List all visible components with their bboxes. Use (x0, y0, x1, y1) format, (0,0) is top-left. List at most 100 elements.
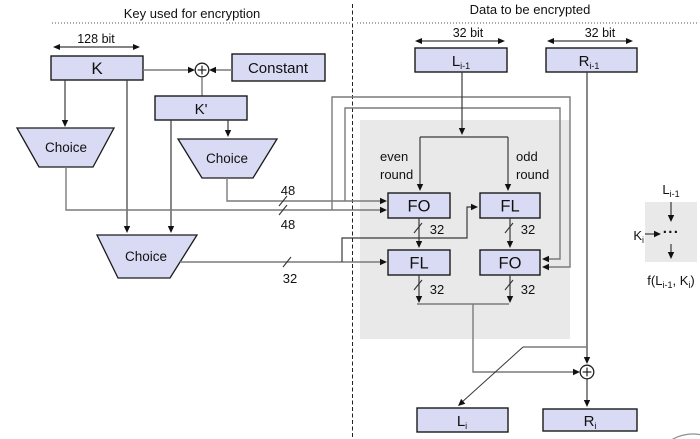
l-out-label: Li (457, 413, 467, 431)
bus48-upper-label: 48 (281, 183, 295, 198)
arrowhead (167, 226, 175, 233)
even-round-label-2: round (380, 167, 413, 182)
data-path: 32 bit 32 bit Li-1 Ri-1 even round odd r… (380, 26, 638, 433)
arrowhead (61, 120, 69, 127)
choice1-selector (15, 127, 116, 168)
k-prime-register (154, 95, 248, 121)
mini-l-label: Li-1 (662, 182, 679, 199)
xor-icon (194, 62, 210, 78)
l-out-register (416, 407, 509, 433)
choice2-label: Choice (206, 151, 248, 166)
arrowhead (123, 226, 131, 233)
bus48-lower-label: 48 (281, 217, 295, 232)
corner-arc-decoration (671, 433, 700, 439)
ellipsis-icon: ··· (663, 224, 680, 241)
arrowhead (542, 255, 549, 263)
l-width-label: 32 bit (453, 26, 484, 40)
arrowhead (547, 38, 554, 44)
arrowhead (458, 128, 466, 135)
arrowhead (504, 184, 512, 191)
fo1-label: FO (408, 198, 431, 216)
arrowhead (188, 66, 195, 74)
arrowhead (458, 398, 466, 406)
round-function-panel (360, 120, 570, 339)
arrowhead (498, 38, 505, 44)
swap-diagonal-wire (460, 346, 524, 404)
choice1-label: Choice (45, 140, 87, 155)
arrowhead (583, 357, 591, 364)
k-register (50, 55, 144, 81)
arrowhead (654, 230, 661, 238)
l-in-label: Li-1 (452, 53, 470, 71)
key-buses: 48 48 32 (65, 96, 571, 286)
mini-function-diagram: Li-1 ··· Ki f(Li-1, Ki) (633, 182, 694, 290)
arrowhead (542, 263, 549, 271)
arrowhead (380, 258, 387, 266)
constant-label: Constant (248, 60, 309, 77)
choice3-label: Choice (125, 249, 167, 264)
f-output-wire (472, 304, 577, 373)
arrowhead (53, 44, 60, 50)
arrowhead (209, 66, 216, 74)
arrowhead (224, 130, 232, 137)
bus-slash (504, 279, 514, 291)
r-in-label: Ri-1 (579, 53, 600, 71)
fo2-label: FO (499, 255, 522, 273)
arrowhead (506, 296, 514, 303)
arrowhead (133, 44, 140, 50)
bus48-upper-loop (344, 107, 561, 260)
fl2-label: FL (409, 255, 428, 273)
mini-f-label: f(Li-1, Ki) (647, 273, 694, 290)
fl1-label: FL (500, 198, 519, 216)
arrowhead (626, 38, 633, 44)
arrowhead (415, 241, 423, 248)
arrowhead (415, 38, 422, 44)
bus-slash (278, 204, 288, 216)
r-width-label: 32 bit (585, 26, 616, 40)
k-prime-label: K' (195, 101, 208, 118)
key-width-label: 128 bit (77, 32, 115, 46)
mini-k-label: Ki (633, 228, 644, 245)
bus-slash (504, 222, 514, 234)
arrowhead (667, 215, 675, 222)
r-out-register (542, 408, 638, 432)
odd-round-label-2: round (516, 167, 549, 182)
fl1-out-width: 32 (521, 222, 535, 237)
choice3-selector (95, 234, 199, 279)
k-register-label: K (91, 59, 103, 78)
bus48-lower (65, 167, 384, 211)
data-section-title: Data to be encrypted (470, 2, 591, 17)
bus-slash (413, 222, 423, 234)
bus48-lower-loop (331, 96, 571, 268)
arrowhead (415, 296, 423, 303)
fo2-out-width: 32 (521, 282, 535, 297)
odd-round-label-1: odd (516, 149, 538, 164)
bus32-fl-branch (341, 206, 474, 262)
bus-slash (282, 256, 292, 268)
key-schedule: 128 bit K Constant K' (15, 32, 326, 279)
fo1-out-width: 32 (430, 222, 444, 237)
fo1-box (387, 192, 451, 219)
arrowhead (471, 203, 478, 211)
r-out-label: Ri (584, 413, 597, 431)
arrowhead (380, 197, 387, 205)
arrowhead (583, 400, 591, 407)
choice2-selector (176, 138, 279, 179)
r-in-register (545, 47, 638, 73)
l-in-register (414, 47, 508, 73)
even-round-label-1: even (380, 149, 408, 164)
output-xor-icon (579, 364, 595, 380)
key-section-title: Key used for encryption (124, 6, 261, 21)
bus32-fl-label: 32 (283, 271, 297, 286)
fl2-out-width: 32 (430, 282, 444, 297)
bus-slash (278, 195, 288, 207)
constant-box (231, 53, 326, 82)
arrowhead (380, 206, 387, 214)
arrowhead (416, 184, 424, 191)
fl2-box (387, 249, 451, 276)
arrowhead (506, 241, 514, 248)
arrowhead (573, 368, 580, 376)
arrowhead (667, 252, 675, 259)
